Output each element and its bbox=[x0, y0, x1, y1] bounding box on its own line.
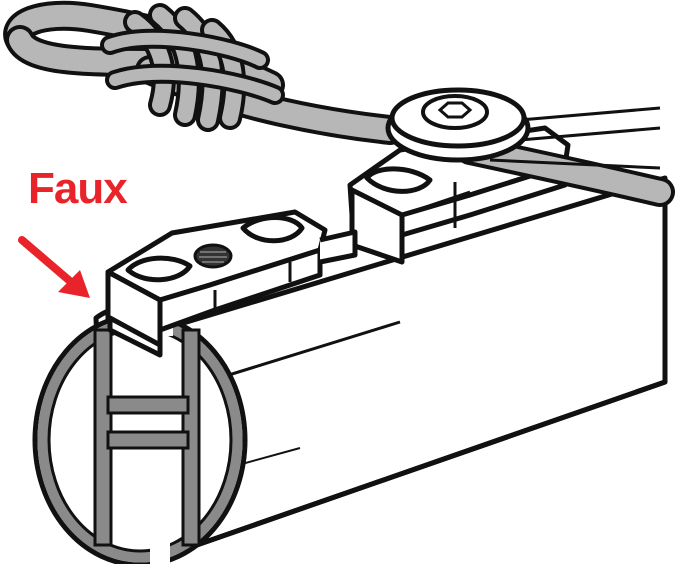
cord-knot-icon bbox=[3, 0, 675, 207]
cables bbox=[489, 106, 661, 170]
front-block bbox=[105, 209, 358, 358]
rail-profile bbox=[32, 310, 248, 564]
washer-bolt-icon bbox=[385, 87, 531, 163]
arrow-icon bbox=[18, 236, 90, 298]
callout-label: Faux bbox=[28, 164, 128, 213]
